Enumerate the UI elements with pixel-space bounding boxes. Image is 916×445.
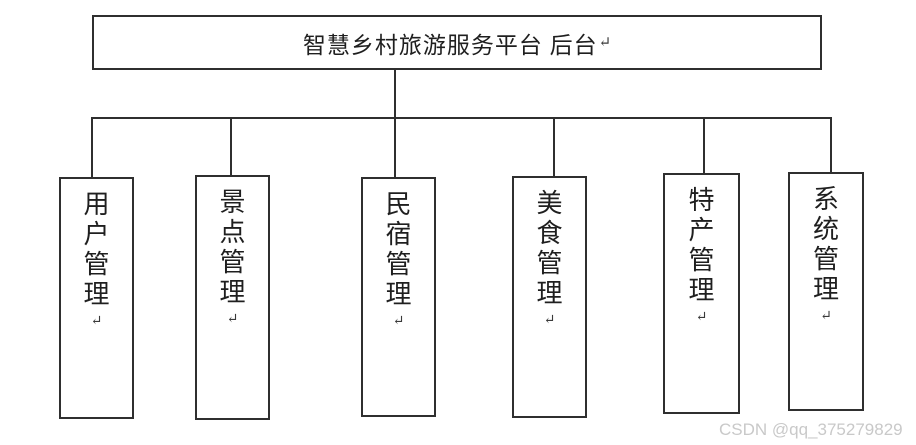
connector-line — [230, 117, 232, 175]
child-node-label: 景点管理 — [219, 188, 246, 307]
child-node-homestay-mgmt: 民宿管理 ↵ — [361, 177, 436, 417]
return-mark-icon: ↵ — [392, 314, 405, 329]
return-mark-icon: ↵ — [543, 313, 556, 328]
child-node-label: 特产管理 — [688, 186, 715, 305]
connector-line — [91, 117, 93, 177]
child-node-label: 系统管理 — [812, 185, 839, 304]
root-node-label: 智慧乡村旅游服务平台 后台 — [302, 32, 598, 58]
child-node-food-mgmt: 美食管理 ↵ — [512, 176, 587, 418]
root-node: 智慧乡村旅游服务平台 后台↵ — [92, 15, 822, 70]
connector-line — [703, 117, 705, 173]
connector-line — [553, 117, 555, 176]
connector-line — [91, 117, 832, 119]
child-node-system-mgmt: 系统管理 ↵ — [788, 172, 864, 411]
connector-line — [394, 117, 396, 177]
child-node-specialty-mgmt: 特产管理 ↵ — [663, 173, 740, 414]
connector-line — [394, 70, 396, 117]
return-mark-icon: ↵ — [598, 35, 612, 51]
child-node-label: 用户管理 — [83, 190, 110, 309]
child-node-user-mgmt: 用户管理 ↵ — [59, 177, 134, 419]
connector-line — [830, 117, 832, 172]
child-node-scenic-mgmt: 景点管理 ↵ — [195, 175, 270, 420]
child-node-label: 美食管理 — [536, 189, 563, 308]
return-mark-icon: ↵ — [226, 312, 239, 327]
return-mark-icon: ↵ — [90, 314, 103, 329]
watermark: CSDN @qq_375279829 — [719, 420, 903, 439]
child-node-label: 民宿管理 — [385, 190, 412, 309]
return-mark-icon: ↵ — [820, 309, 832, 324]
return-mark-icon: ↵ — [695, 310, 708, 325]
